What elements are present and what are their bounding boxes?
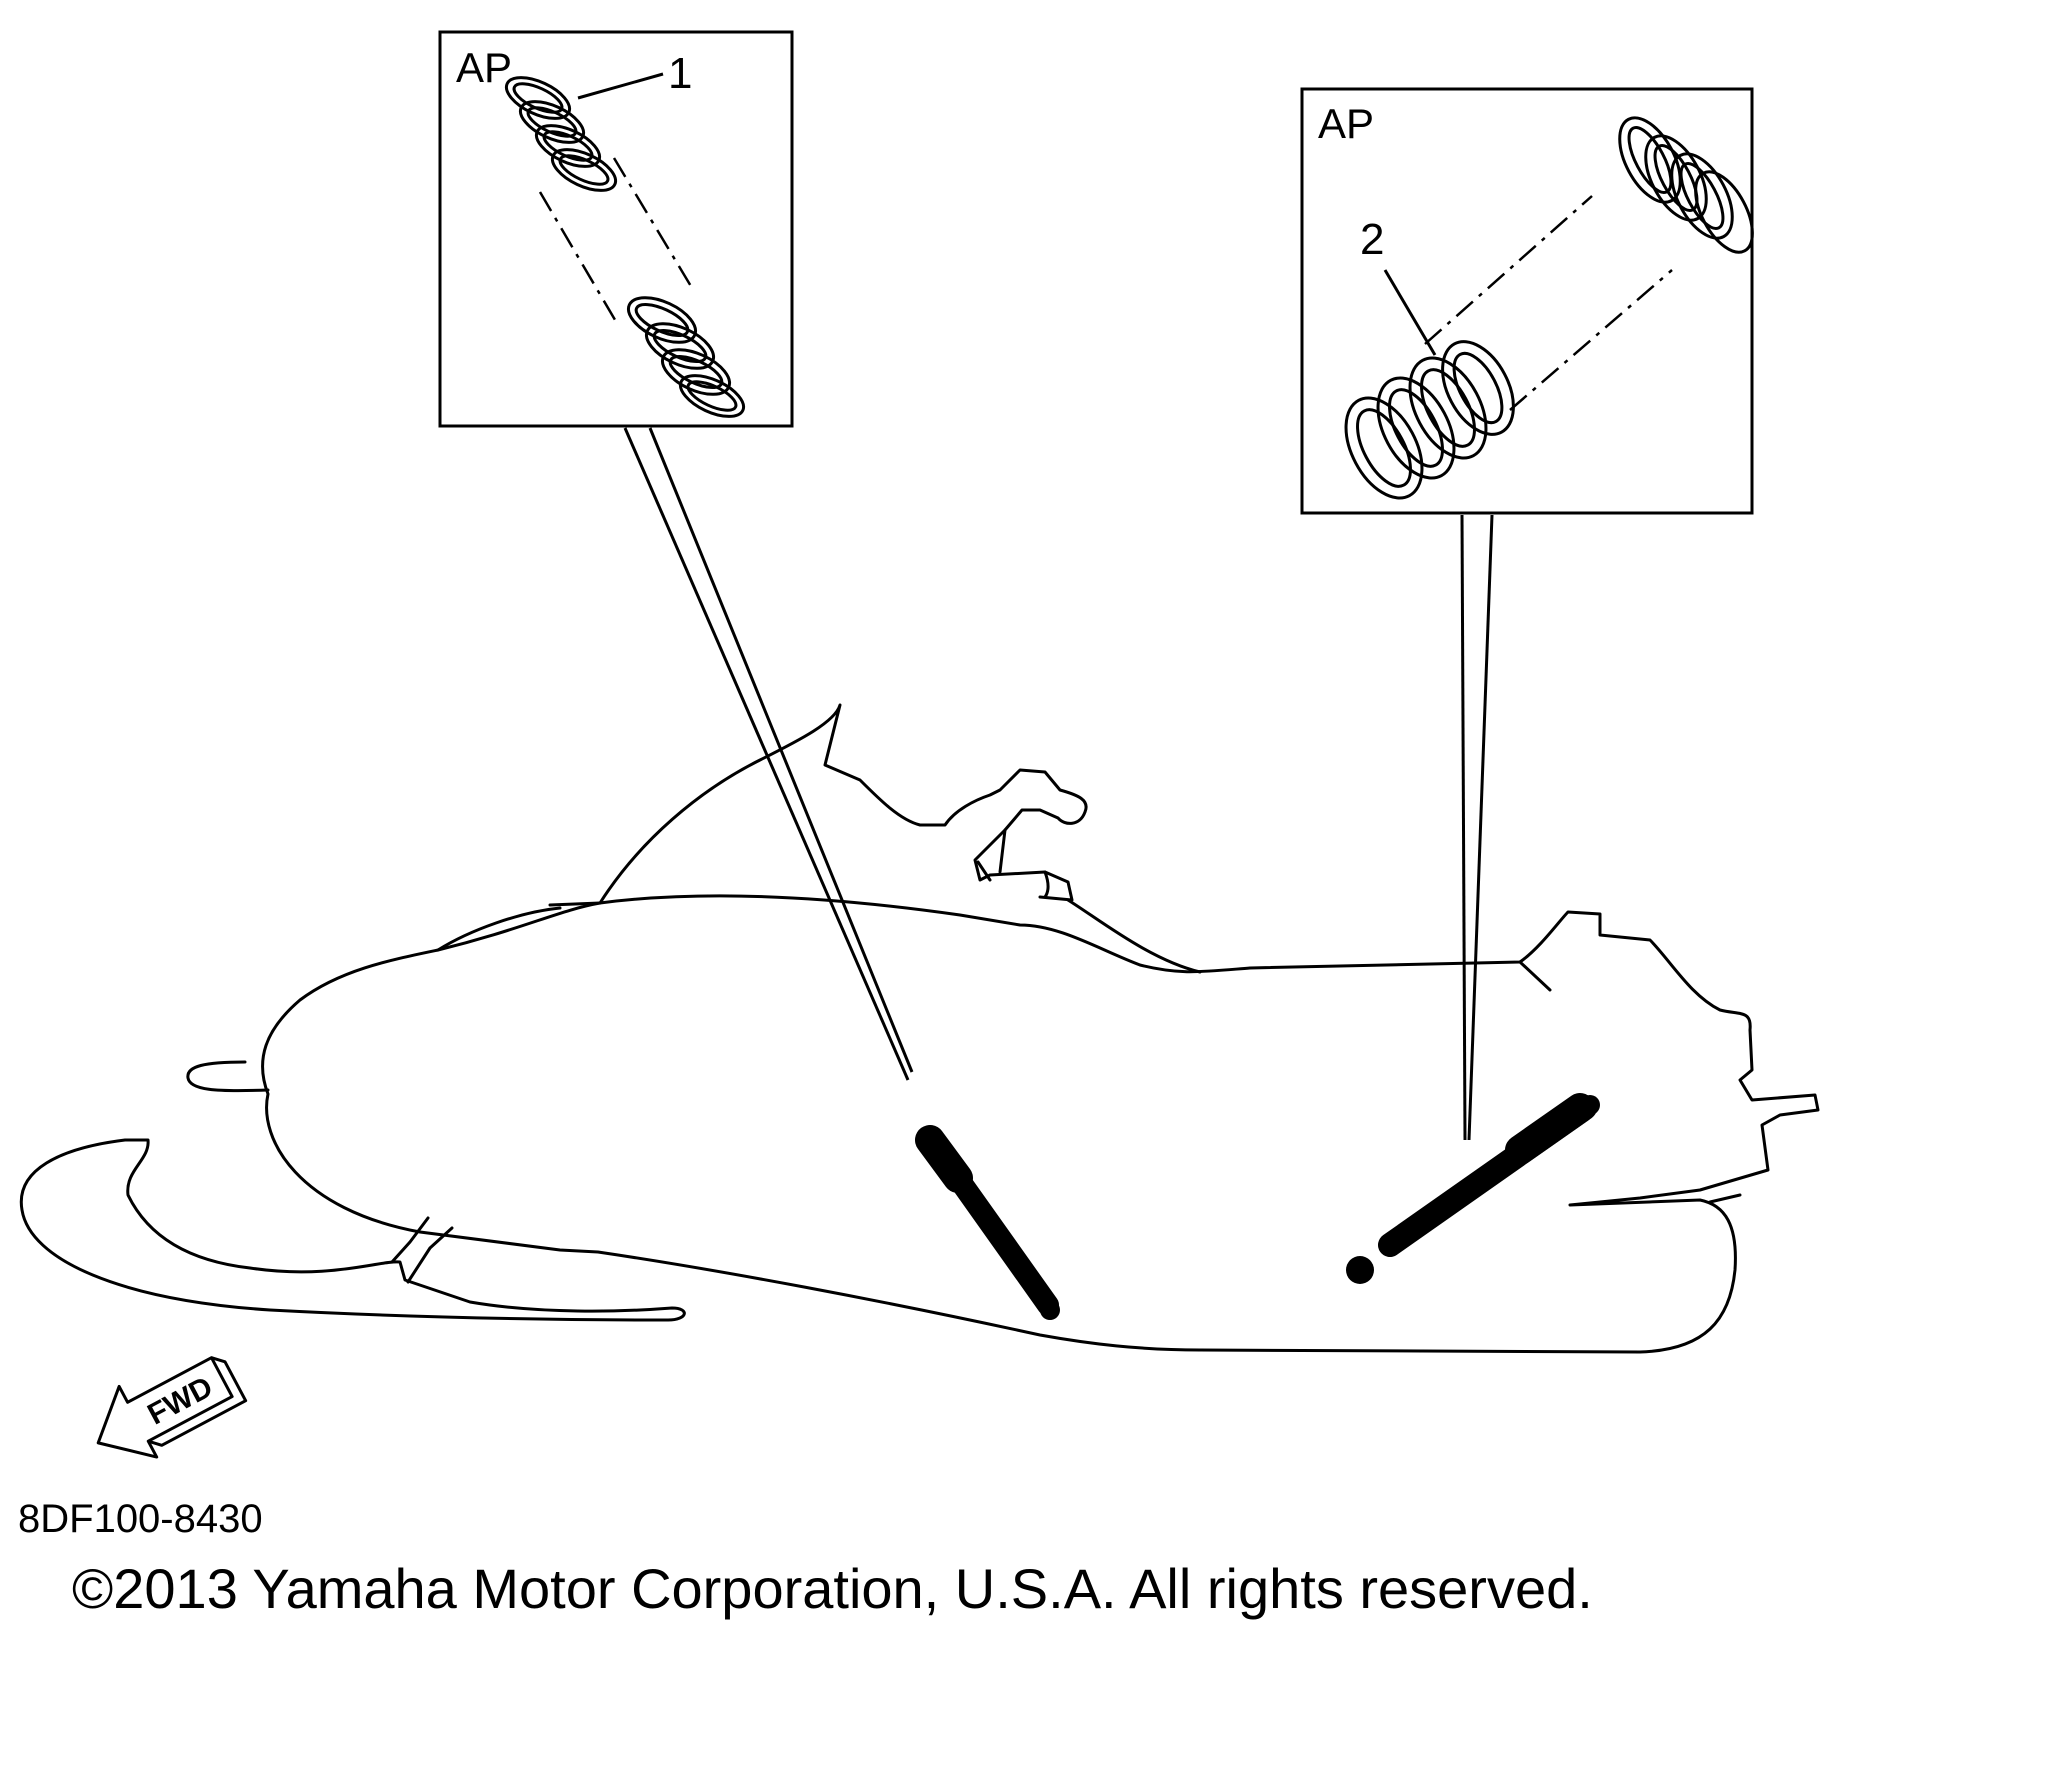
spring-1-centerlines	[538, 157, 694, 326]
spring-2-centerlines	[1424, 195, 1673, 411]
detail-box-2-tag: AP	[1318, 100, 1374, 147]
front-shock	[915, 1125, 1060, 1320]
spring-1-upper-icon	[504, 76, 618, 192]
snowmobile-outline	[19, 703, 1820, 1354]
detail-box-2-leader	[1460, 514, 1494, 1141]
fwd-arrow-icon: FWD	[96, 1356, 248, 1459]
detail-box-1-tag: AP	[456, 44, 512, 91]
spring-2-lower-icon	[1344, 340, 1515, 500]
part-code: 8DF100-8430	[18, 1497, 263, 1541]
spring-2-upper-icon	[1618, 116, 1754, 254]
ski	[19, 1138, 686, 1322]
hood-seam	[436, 901, 602, 952]
detail-box-1-leader	[623, 427, 914, 1081]
callout-number-2: 2	[1360, 215, 1384, 264]
callout-leader-1	[577, 72, 664, 100]
callout-leader-2	[1383, 269, 1437, 356]
handlebar-detail	[976, 828, 1050, 899]
rear-detail	[1518, 960, 1742, 1204]
rear-shock	[1346, 1093, 1600, 1284]
copyright-notice: ©2013 Yamaha Motor Corporation, U.S.A. A…	[72, 1557, 1593, 1620]
hood-crest	[598, 703, 1088, 905]
spring-1-lower-icon	[626, 296, 746, 418]
detail-box-1: AP 1	[438, 30, 914, 1081]
callout-number-1: 1	[668, 49, 692, 98]
detail-box-2: AP 2	[1300, 87, 1754, 1141]
nose-bumper	[186, 1060, 270, 1093]
body-outline	[261, 894, 1820, 1354]
seat-line	[1066, 898, 1202, 974]
